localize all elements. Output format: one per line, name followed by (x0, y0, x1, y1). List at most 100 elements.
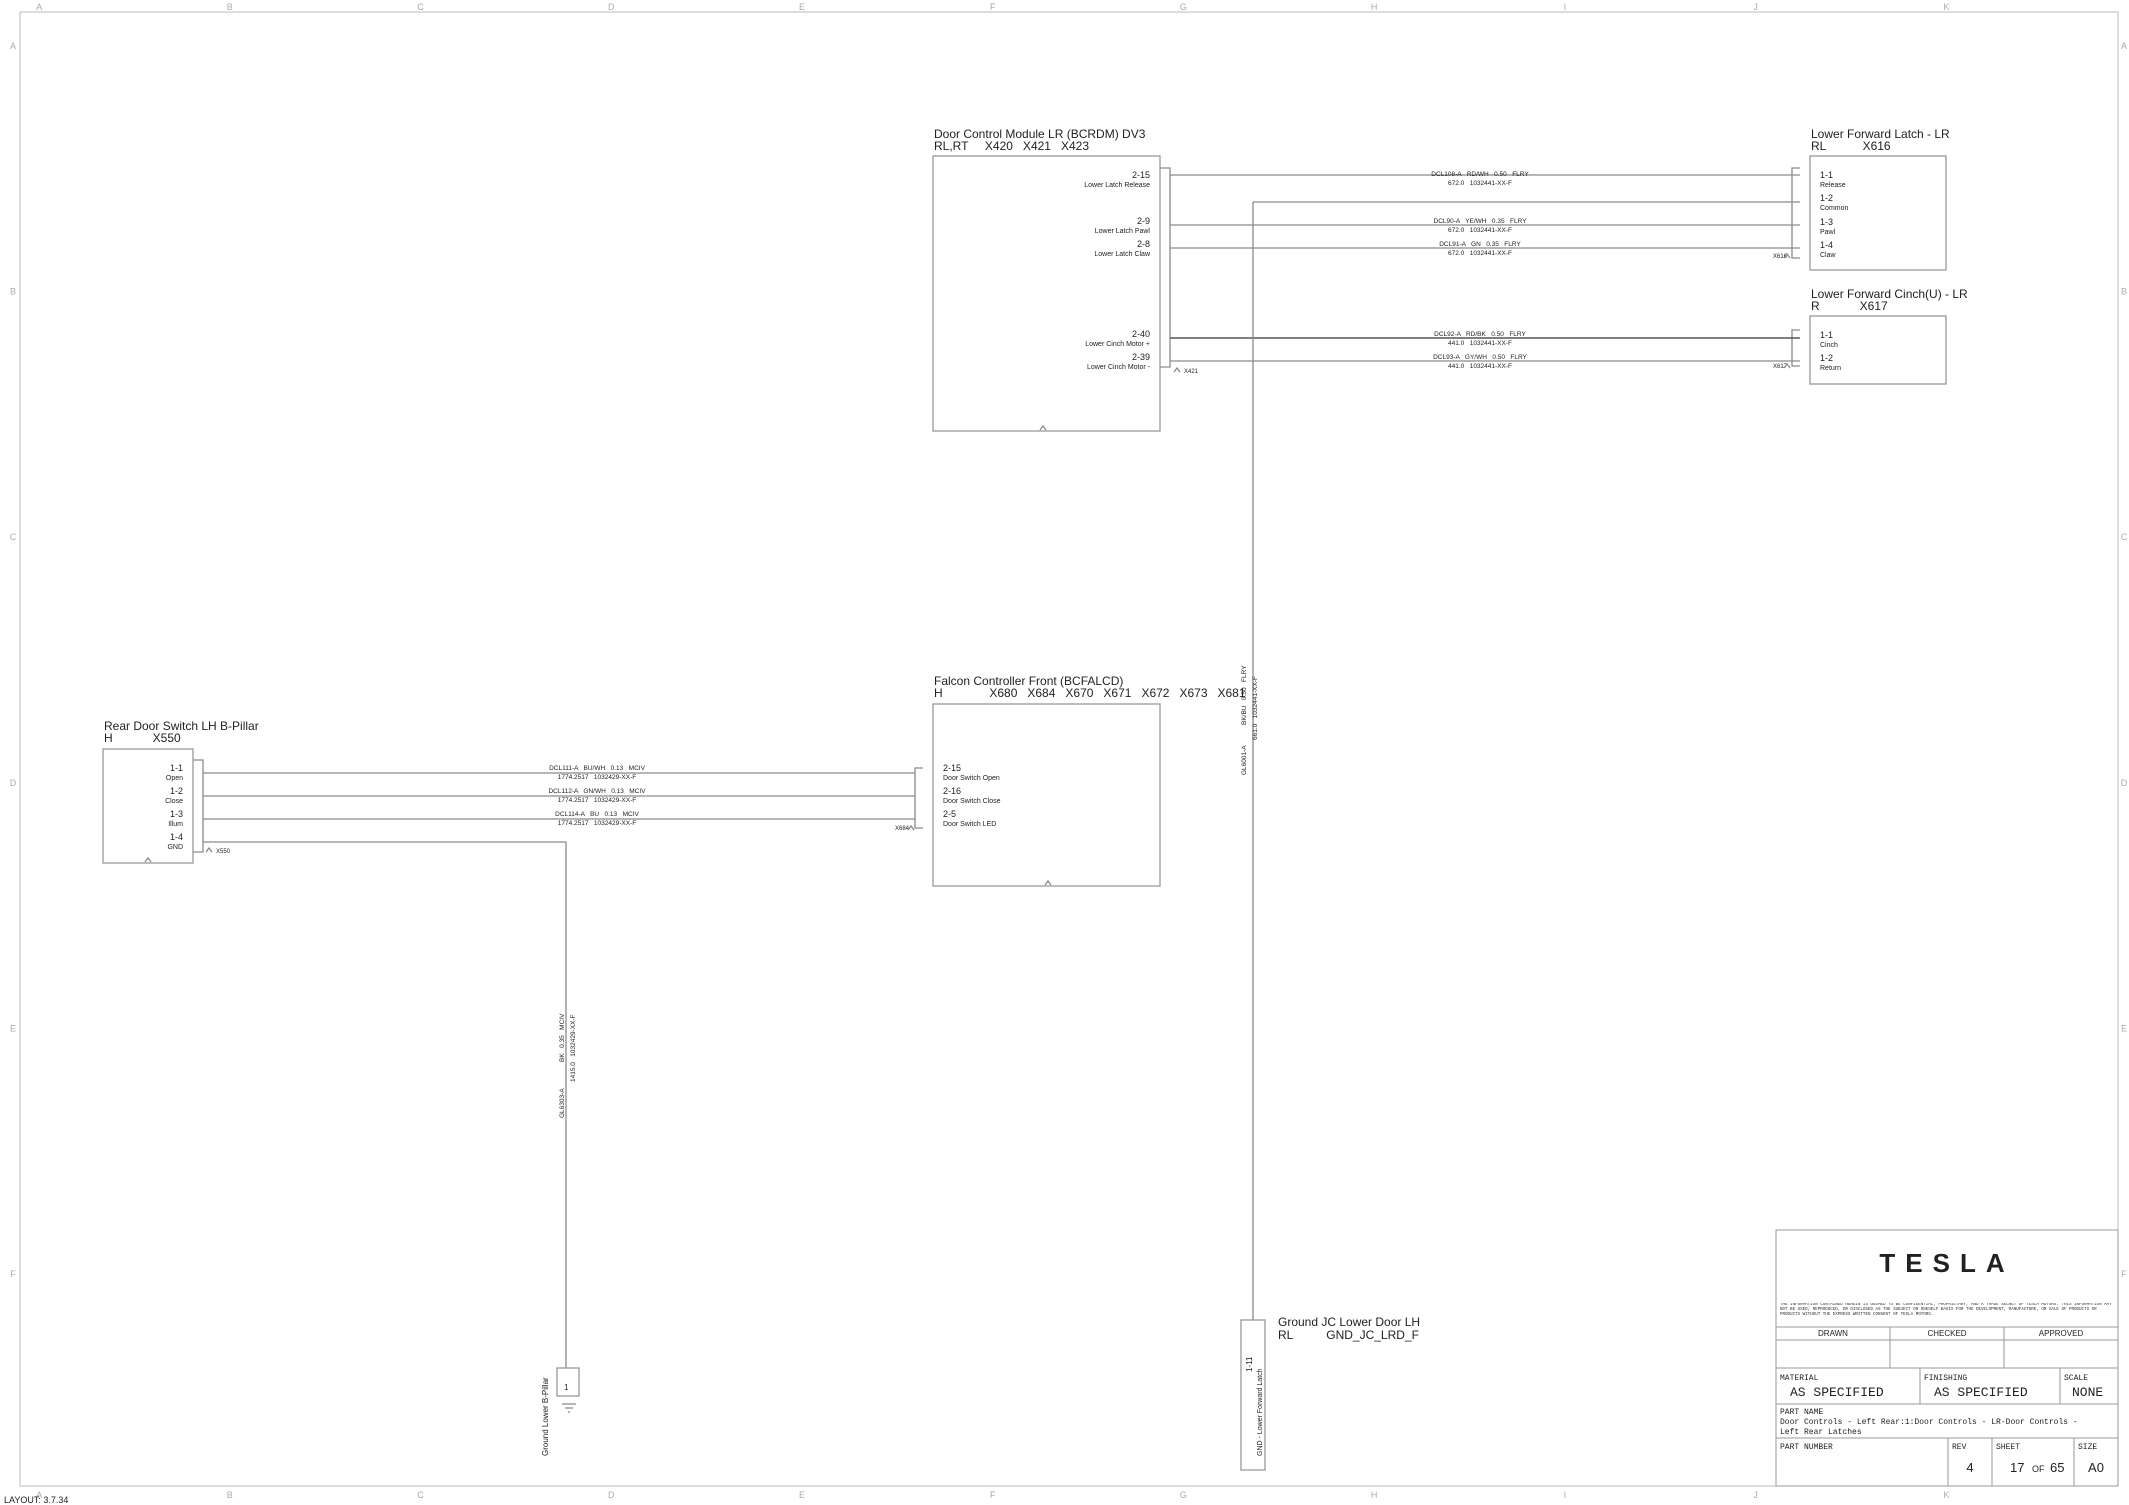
component-falcon-controller[interactable]: Falcon Controller Front (BCFALCD) H X680… (895, 674, 1246, 887)
sheet-total: 65 (2050, 1460, 2064, 1475)
column-label: C (417, 2, 424, 12)
door-switch-subtitle: H X550 (104, 731, 181, 745)
column-label: B (227, 1490, 233, 1500)
material-value: AS SPECIFIED (1790, 1385, 1884, 1400)
row-label: B (10, 287, 16, 297)
door-switch-title: Rear Door Switch LH B-Pillar (104, 719, 259, 733)
cinch-pin-name: Return (1820, 365, 1841, 372)
disclaimer-box: THE INFORMATION CONTAINED HEREIN IS DEEM… (1780, 1303, 2112, 1317)
door-switch-box (102, 748, 194, 864)
component-lower-forward-latch[interactable]: Lower Forward Latch - LR RL X616 X616 1-… (1773, 127, 1950, 271)
row-label: D (10, 778, 17, 788)
scale-value: NONE (2072, 1385, 2103, 1400)
cinch-pin-num: 1-2 (1820, 353, 1833, 363)
part-name-label: PART NAME (1780, 1408, 1823, 1417)
bcrdm-pin-name: Lower Latch Pawl (1095, 228, 1151, 235)
component-ground-jc[interactable]: Ground JC Lower Door LH RL GND_JC_LRD_F … (1240, 1315, 1420, 1471)
door-switch-connector-bracket (193, 759, 204, 853)
title-block-frame (1775, 1229, 2119, 1487)
door-switch-break-mark (144, 856, 152, 863)
wires-latch-harness: DCL108-A RD/WH 0.50 FLRY 672.0 1032441-X… (1170, 171, 1800, 370)
finishing-value: AS SPECIFIED (1934, 1385, 2028, 1400)
wire-ground-switch-spec: BK 0.35 MCIV (559, 1013, 566, 1062)
latch-pin-name: Release (1820, 182, 1846, 189)
wire-switch-led-ref: 1774.2517 1032429-XX-F (558, 820, 636, 827)
column-label: H (1371, 2, 1378, 12)
wires-door-switch-harness: DCL111-A BU/WH 0.13 MCIV 1774.2517 10324… (203, 765, 915, 1368)
sheet-label: SHEET (1996, 1443, 2020, 1452)
door-switch-pin-name: GND (167, 844, 183, 851)
falcon-title: Falcon Controller Front (BCFALCD) (934, 674, 1123, 688)
column-label: G (1180, 1490, 1187, 1500)
door-switch-pin-name: Close (165, 798, 183, 805)
latch-pin-name: Claw (1820, 252, 1837, 259)
cinch-connector-label: X617 (1773, 364, 1788, 370)
finishing-label: FINISHING (1924, 1374, 1967, 1383)
door-switch-connector-label: X550 (216, 849, 231, 855)
latch-title: Lower Forward Latch - LR (1811, 127, 1950, 141)
material-label: MATERIAL (1780, 1374, 1819, 1383)
bcrdm-pin-num: 2-15 (1132, 170, 1150, 180)
column-label: D (608, 2, 615, 12)
rev-value: 4 (1966, 1460, 1973, 1475)
ground-latch-wire-spec: BK/BU 0.50 FLRY (1241, 665, 1248, 725)
door-switch-connector-break (205, 846, 213, 853)
latch-pin-num: 1-3 (1820, 217, 1833, 227)
size-value: A0 (2088, 1460, 2104, 1475)
title-block: TESLA THE INFORMATION CONTAINED HEREIN I… (1775, 1229, 2119, 1487)
ground-latch-wire-ref: 661.0 1032441-XX-F (1252, 676, 1259, 740)
latch-box (1809, 155, 1947, 271)
row-label: A (2121, 41, 2127, 51)
wire-claw-id: DCL91-A GN 0.35 FLRY (1439, 241, 1521, 248)
ground-b-pillar-label: Ground Lower B-Pillar (541, 1377, 550, 1456)
disclaimer-text: THE INFORMATION CONTAINED HEREIN IS DEEM… (1780, 1303, 2112, 1317)
latch-pin-num: 1-1 (1820, 170, 1833, 180)
column-label: J (1753, 2, 1758, 12)
column-label: A (36, 1490, 42, 1500)
component-ground-b-pillar[interactable]: 1 Ground Lower B-Pillar (541, 1367, 580, 1456)
wire-cinch-pos-id: DCL92-A RD/BK 0.50 FLRY (1434, 331, 1526, 338)
column-label: K (1943, 2, 1949, 12)
approved-label: APPROVED (2039, 1329, 2084, 1338)
row-label: C (10, 532, 17, 542)
column-label: D (608, 1490, 615, 1500)
wire-switch-ground[interactable] (203, 841, 567, 1368)
ground-jc-box (1240, 1319, 1266, 1471)
column-label: E (799, 2, 805, 12)
component-rear-door-switch[interactable]: Rear Door Switch LH B-Pillar H X550 X550… (102, 719, 259, 864)
falcon-subtitle: H X680 X684 X670 X671 X672 X673 X681 (934, 686, 1246, 700)
sheet-of: OF (2032, 1464, 2045, 1474)
column-label: F (990, 2, 996, 12)
row-label: F (2121, 1269, 2127, 1279)
row-label: C (2121, 532, 2128, 542)
cinch-connector-break (1783, 362, 1791, 369)
bcrdm-pin-name: Lower Latch Claw (1094, 251, 1151, 258)
falcon-break-mark (1044, 879, 1052, 886)
wire-release-id: DCL108-A RD/WH 0.50 FLRY (1431, 171, 1529, 178)
wire-ground-latch[interactable]: GL6001-A BK/BU 0.50 FLRY 661.0 1032441-X… (1241, 202, 1259, 1320)
cinch-subtitle: R X617 (1811, 299, 1888, 313)
bcrdm-pin-num: 2-9 (1137, 216, 1150, 226)
column-label: J (1753, 1490, 1758, 1500)
column-label: A (36, 2, 42, 12)
scale-label: SCALE (2064, 1374, 2088, 1383)
row-label: F (10, 1269, 16, 1279)
wire-pawl-id: DCL90-A YE/WH 0.35 FLRY (1434, 218, 1528, 225)
component-bcrdm[interactable]: Door Control Module LR (BCRDM) DV3 RL,RT… (932, 127, 1199, 432)
bcrdm-pin-name: Lower Cinch Motor - (1087, 364, 1151, 371)
falcon-pin-name: Door Switch Close (943, 798, 1001, 805)
latch-pin-name: Pawl (1820, 229, 1836, 236)
falcon-pin-name: Door Switch LED (943, 821, 996, 828)
wire-switch-led-id: DCL114-A BU 0.13 MCIV (555, 811, 639, 818)
falcon-pin-num: 2-15 (943, 763, 961, 773)
size-label: SIZE (2078, 1443, 2097, 1452)
bcrdm-box (932, 155, 1161, 432)
component-lower-forward-cinch[interactable]: Lower Forward Cinch(U) - LR R X617 X617 … (1773, 287, 1968, 385)
latch-connector-break (1783, 252, 1791, 259)
part-name-line1: Door Controls - Left Rear:1:Door Control… (1780, 1418, 2078, 1427)
falcon-connector-label: X684 (895, 826, 910, 832)
